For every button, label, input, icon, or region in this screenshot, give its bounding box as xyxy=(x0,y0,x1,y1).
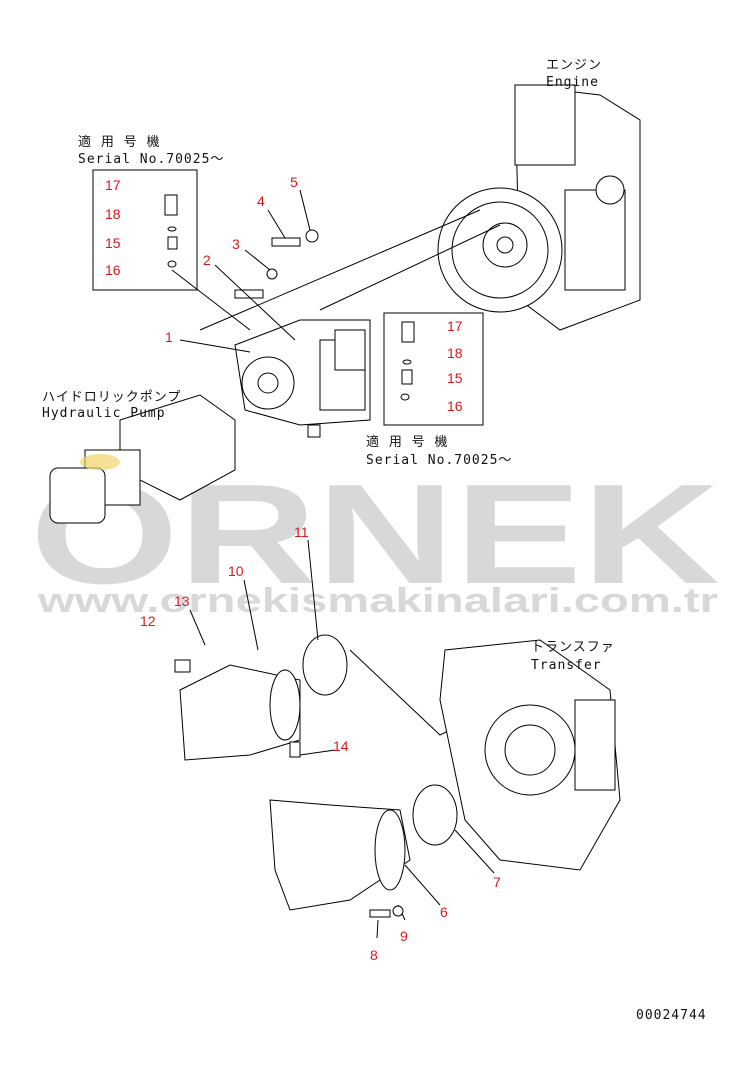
transfer-drawing xyxy=(439,639,621,871)
pump-label: Hydraulic Pump xyxy=(42,406,166,421)
callout-11: 11 xyxy=(294,524,309,540)
serial-jp-left: 適 用 号 機 xyxy=(78,134,160,150)
callout-8: 8 xyxy=(370,947,378,963)
o-ring-11 xyxy=(302,634,348,696)
callout-17-right: 17 xyxy=(447,318,463,334)
callout-7: 7 xyxy=(493,874,501,890)
callout-18: 18 xyxy=(105,206,121,222)
small-parts xyxy=(164,194,415,401)
transfer-label: Transfer xyxy=(531,658,602,673)
callout-15: 15 xyxy=(105,235,121,251)
drawing-number: 00024744 xyxy=(636,1008,707,1023)
callout-18-right: 18 xyxy=(447,345,463,361)
o-ring-7 xyxy=(412,784,458,846)
callout-16: 16 xyxy=(105,262,121,278)
callout-1: 1 xyxy=(165,329,173,345)
hydraulic-pump-drawing xyxy=(234,319,371,438)
callout-5: 5 xyxy=(290,174,298,190)
callout-15-right: 15 xyxy=(447,370,463,386)
pump-jp-label: ハイドロリックポンプ xyxy=(42,390,181,405)
callout-12: 12 xyxy=(140,613,156,629)
motor-lower-drawing xyxy=(269,799,411,918)
serial-jp-right: 適 用 号 機 xyxy=(366,434,448,450)
detail-box-right xyxy=(383,312,484,426)
callout-9: 9 xyxy=(400,928,408,944)
callout-17: 17 xyxy=(105,177,121,193)
engine-label: Engine xyxy=(546,75,599,90)
engine-drawing xyxy=(437,84,641,331)
watermark-url: www.ornekismakinalari.com.tr xyxy=(37,582,718,620)
serial-left: Serial No.70025～ xyxy=(78,152,224,167)
callout-13: 13 xyxy=(174,593,190,609)
serial-right: Serial No.70025～ xyxy=(366,453,512,468)
callout-10: 10 xyxy=(228,563,244,579)
callout-4: 4 xyxy=(257,193,265,209)
engine-jp-label: エンジン xyxy=(546,58,602,73)
detail-box-left xyxy=(92,169,198,291)
callout-14: 14 xyxy=(333,738,349,754)
callout-3: 3 xyxy=(232,236,240,252)
callout-2: 2 xyxy=(203,252,211,268)
motor-upper-drawing xyxy=(174,659,301,761)
pump-illustration xyxy=(49,394,236,524)
callout-16-right: 16 xyxy=(447,398,463,414)
transfer-jp-label: トランスファ xyxy=(531,640,615,655)
callout-6: 6 xyxy=(440,904,448,920)
